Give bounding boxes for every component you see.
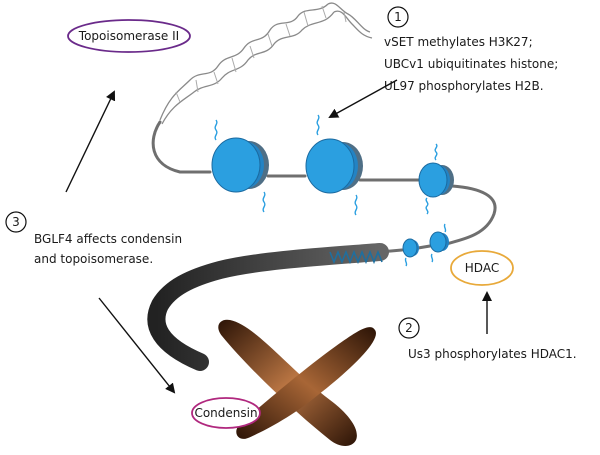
step-3-line-2: and topoisomerase. [34,252,153,266]
topoisomerase-oval [67,19,191,53]
step-3-line-1: BGLF4 affects condensin [34,232,182,246]
linker-dna [151,120,497,246]
step-1-number: 1 [394,10,402,24]
step-2-number-circle [398,317,420,339]
chromosome [218,319,376,446]
step-3-arrow-up [65,90,116,193]
hdac-oval [450,250,514,286]
step-1-line-2: UBCv1 ubiquitinates histone; [384,57,558,71]
step-3-number-circle [5,211,27,233]
step-3-arrow-down [98,297,176,394]
nucleosome-2 [305,138,363,194]
step-1-arrow [328,79,398,118]
step-3: 3 BGLF4 affects condensin and topoisomer… [5,211,182,266]
coiled-segment [329,249,383,265]
step-1: 1 vSET methylates H3K27; UBCv1 ubiquitin… [384,6,558,93]
step-1-line-3: UL97 phosphorylates H2B. [384,79,544,93]
nucleosome-5 [402,238,419,258]
step-3-number: 3 [12,215,20,229]
condensin-oval [191,397,261,429]
condensin-label: Condensin [194,406,257,420]
step-2: 2 Us3 phosphorylates HDAC1. [398,317,577,361]
histone-tails [214,114,447,267]
step-1-line-1: vSET methylates H3K27; [384,35,533,49]
nucleosome-1 [211,137,269,193]
hdac-label: HDAC [465,261,499,275]
step-1-number-circle [387,6,409,28]
condensed-fiber [147,243,389,371]
step-2-number: 2 [405,321,413,335]
nucleosome-3 [418,162,454,198]
nucleosome-4 [429,231,449,253]
dna-double-helix [159,2,373,125]
step-2-line-1: Us3 phosphorylates HDAC1. [408,347,577,361]
topoisomerase-label: Topoisomerase II [78,29,179,43]
